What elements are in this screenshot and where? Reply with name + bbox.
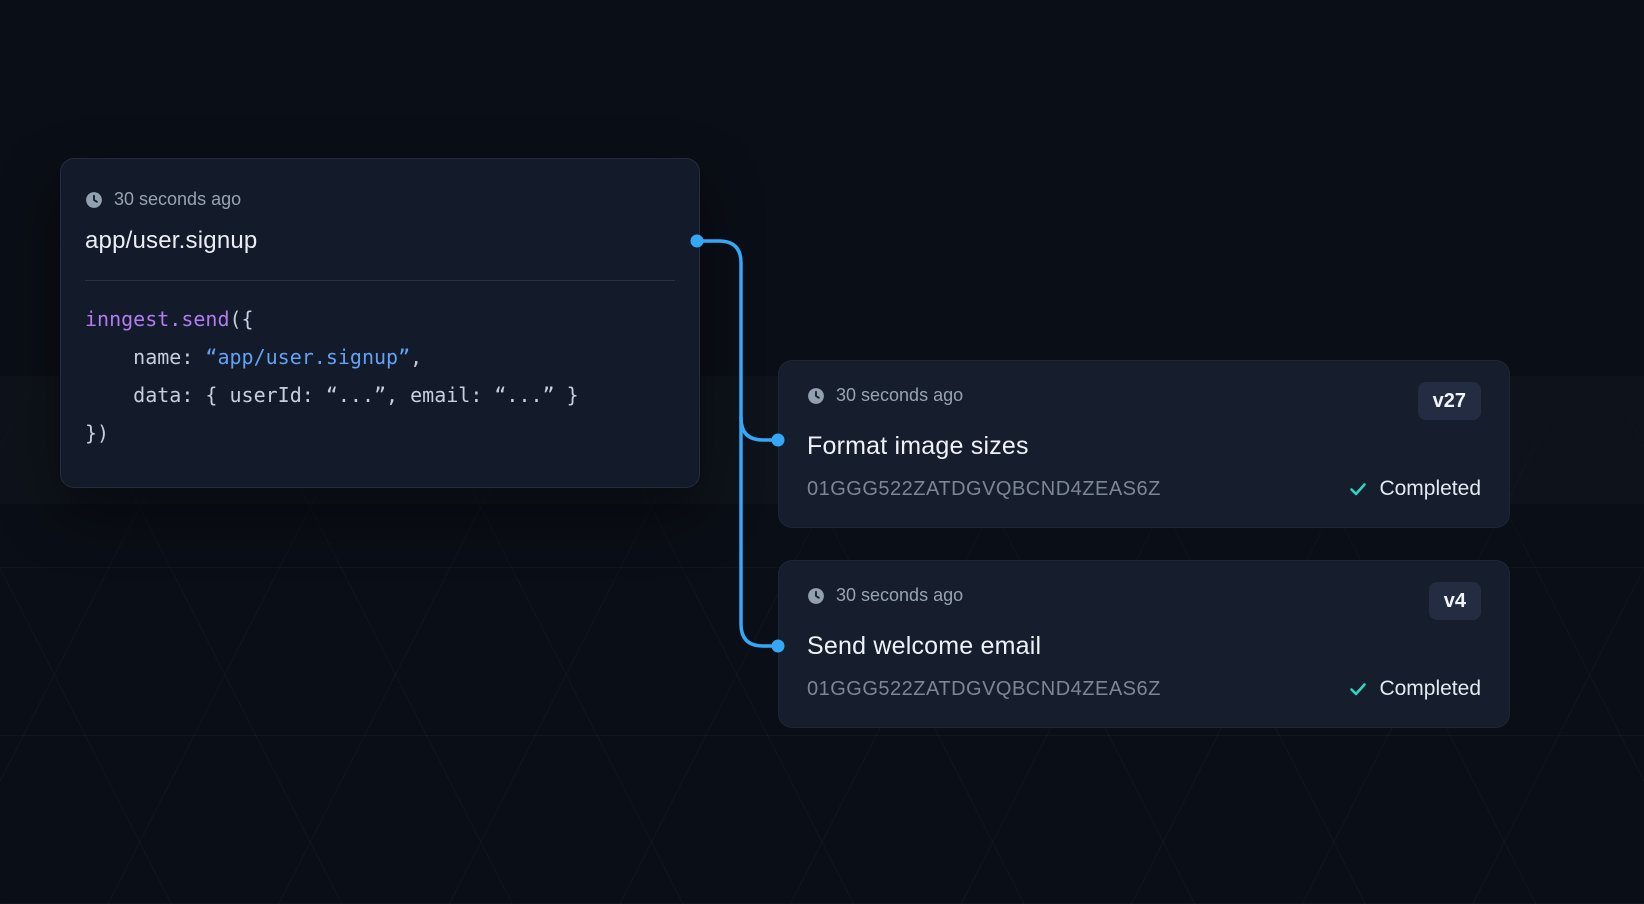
event-card[interactable]: 30 seconds ago app/user.signup inngest.s…	[60, 158, 700, 488]
code-line: data: { userId: “...”, email: “...” }	[85, 376, 675, 414]
function-timestamp: 30 seconds ago	[836, 585, 964, 605]
function-card-bottom-row: 01GGG522ZATDGVQBCND4ZEAS6Z Completed	[807, 677, 1481, 701]
event-meta-row: 30 seconds ago	[85, 189, 675, 210]
event-timestamp: 30 seconds ago	[114, 189, 242, 209]
function-timestamp: 30 seconds ago	[836, 385, 964, 405]
clock-icon	[808, 587, 824, 604]
run-id: 01GGG522ZATDGVQBCND4ZEAS6Z	[807, 477, 1161, 500]
event-name: app/user.signup	[85, 227, 258, 254]
function-card-format-image-sizes[interactable]: 30 seconds ago v27 Format image sizes 01…	[778, 360, 1510, 528]
check-icon	[1350, 483, 1367, 496]
clock-icon	[86, 191, 102, 208]
code-token: ,	[410, 345, 423, 369]
check-icon	[1350, 683, 1367, 696]
version-badge: v4	[1428, 582, 1481, 620]
function-card-bottom-row: 01GGG522ZATDGVQBCND4ZEAS6Z Completed	[807, 477, 1481, 501]
function-name: Format image sizes	[807, 432, 1029, 460]
function-card-send-welcome-email[interactable]: 30 seconds ago v4 Send welcome email 01G…	[778, 560, 1510, 728]
status-label: Completed	[1379, 677, 1481, 700]
code-token: name:	[85, 345, 206, 369]
clock-icon	[808, 387, 824, 404]
function-meta-row: 30 seconds ago	[807, 385, 963, 406]
code-token: })	[85, 421, 110, 445]
function-meta-row: 30 seconds ago	[807, 585, 963, 606]
status-badge: Completed	[1348, 477, 1481, 501]
function-card-top-row: 30 seconds ago v27	[807, 382, 1481, 420]
function-name: Send welcome email	[807, 632, 1042, 660]
code-line: })	[85, 414, 675, 452]
status-badge: Completed	[1348, 677, 1481, 701]
version-badge: v27	[1417, 382, 1481, 420]
code-snippet: inngest.send({ name: “app/user.signup”, …	[85, 300, 675, 452]
code-string-event-name: “app/user.signup”	[205, 345, 411, 369]
code-line: name: “app/user.signup”,	[85, 338, 675, 376]
status-label: Completed	[1379, 477, 1481, 500]
code-token: ({	[229, 307, 254, 331]
function-card-top-row: 30 seconds ago v4	[807, 582, 1481, 620]
code-token: data: { userId: “...”, email: “...” }	[85, 383, 579, 407]
run-id: 01GGG522ZATDGVQBCND4ZEAS6Z	[807, 677, 1161, 700]
divider	[85, 280, 675, 281]
code-function-name: inngest.send	[85, 307, 230, 331]
code-line: inngest.send({	[85, 300, 675, 338]
